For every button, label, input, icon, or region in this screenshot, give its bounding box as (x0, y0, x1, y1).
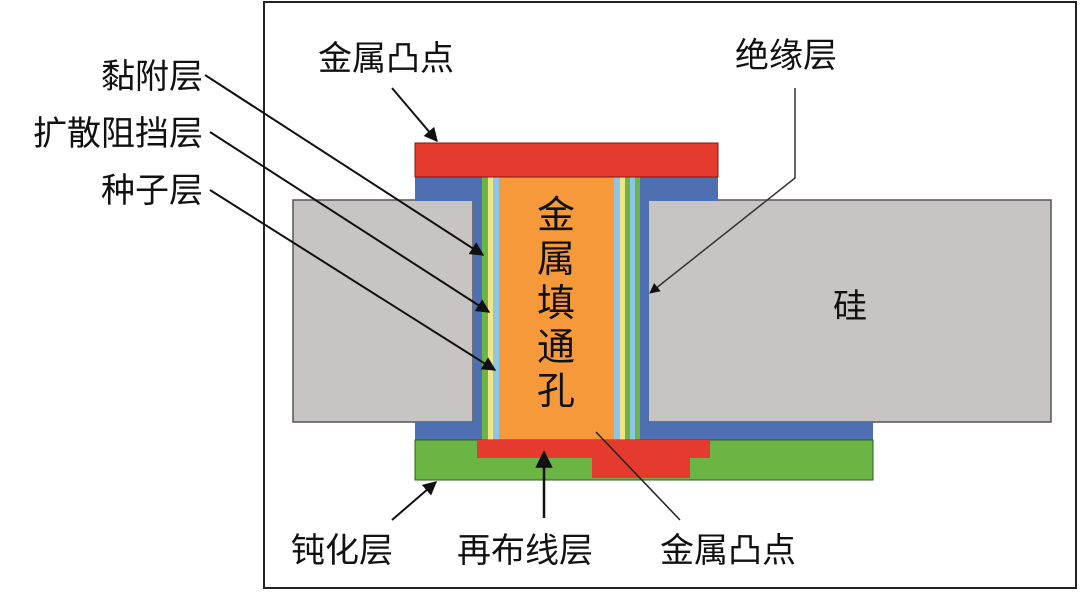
leader-passivation (391, 481, 438, 521)
label-diffusion-barrier-layer: 扩散阻挡层 (33, 114, 203, 154)
label-metal-bump-bottom: 金属凸点 (660, 531, 796, 571)
metal-bump-top (414, 142, 719, 178)
leader-barrier (209, 131, 491, 313)
metal-fill-char-5: 孔 (537, 369, 575, 413)
leader-metal-bump-top (391, 87, 438, 143)
insulation-right-wall (640, 177, 649, 443)
leader-adhesion (204, 74, 485, 256)
metal-fill-char-1: 金 (537, 193, 575, 237)
metal-fill-char-2: 属 (537, 237, 575, 281)
insulation-left-wall (473, 177, 482, 443)
barrier-layer-right (620, 177, 625, 443)
label-insulation-layer: 绝缘层 (735, 36, 837, 76)
label-passivation-layer: 钝化层 (291, 531, 393, 571)
silicon-left (292, 199, 474, 423)
leader-metal-bump-bottom (595, 431, 681, 521)
label-redistribution-layer: 再布线层 (457, 531, 593, 571)
metal-fill-char-4: 通 (537, 325, 575, 369)
label-seed-layer: 种子层 (101, 171, 203, 211)
metal-fill-via (499, 177, 614, 443)
label-adhesion-layer: 黏附层 (101, 57, 203, 97)
leader-seed (209, 189, 497, 371)
silicon-right (647, 199, 1052, 423)
label-metal-bump-top: 金属凸点 (318, 39, 454, 79)
metal-fill-char-3: 填 (537, 281, 575, 325)
seed-layer-left (493, 177, 499, 443)
redistribution-layer (477, 440, 710, 478)
label-metal-fill-via: 金 属 填 通 孔 (537, 193, 575, 413)
leader-insulation (649, 88, 796, 294)
label-silicon: 硅 (833, 287, 867, 327)
seed-layer-right (614, 177, 620, 443)
barrier-layer-left (488, 177, 493, 443)
seed-layer-right-outer (630, 177, 635, 443)
